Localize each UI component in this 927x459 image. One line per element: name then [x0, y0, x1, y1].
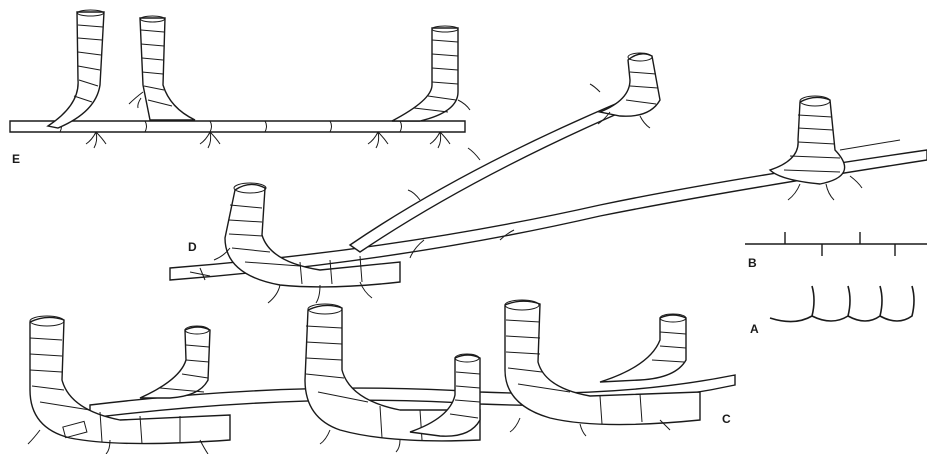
panel-b-scale: [745, 232, 927, 256]
label-e: E: [12, 152, 20, 166]
panel-c-drawing: [28, 300, 735, 454]
label-b: B: [748, 256, 757, 270]
label-d: D: [188, 240, 197, 254]
panel-c-clump-3-shoot: [600, 315, 686, 382]
panel-d-drawing: [170, 53, 927, 303]
label-a: A: [750, 322, 759, 336]
panel-e-shoot-3: [392, 28, 458, 121]
panel-e-shoot-1: [48, 12, 104, 128]
panel-c-clump-1-shoot: [140, 327, 210, 398]
label-c: C: [722, 412, 731, 426]
panel-a-scallops: [770, 286, 914, 322]
panel-e-stolon: [10, 121, 465, 132]
panel-e-drawing: [10, 10, 470, 148]
